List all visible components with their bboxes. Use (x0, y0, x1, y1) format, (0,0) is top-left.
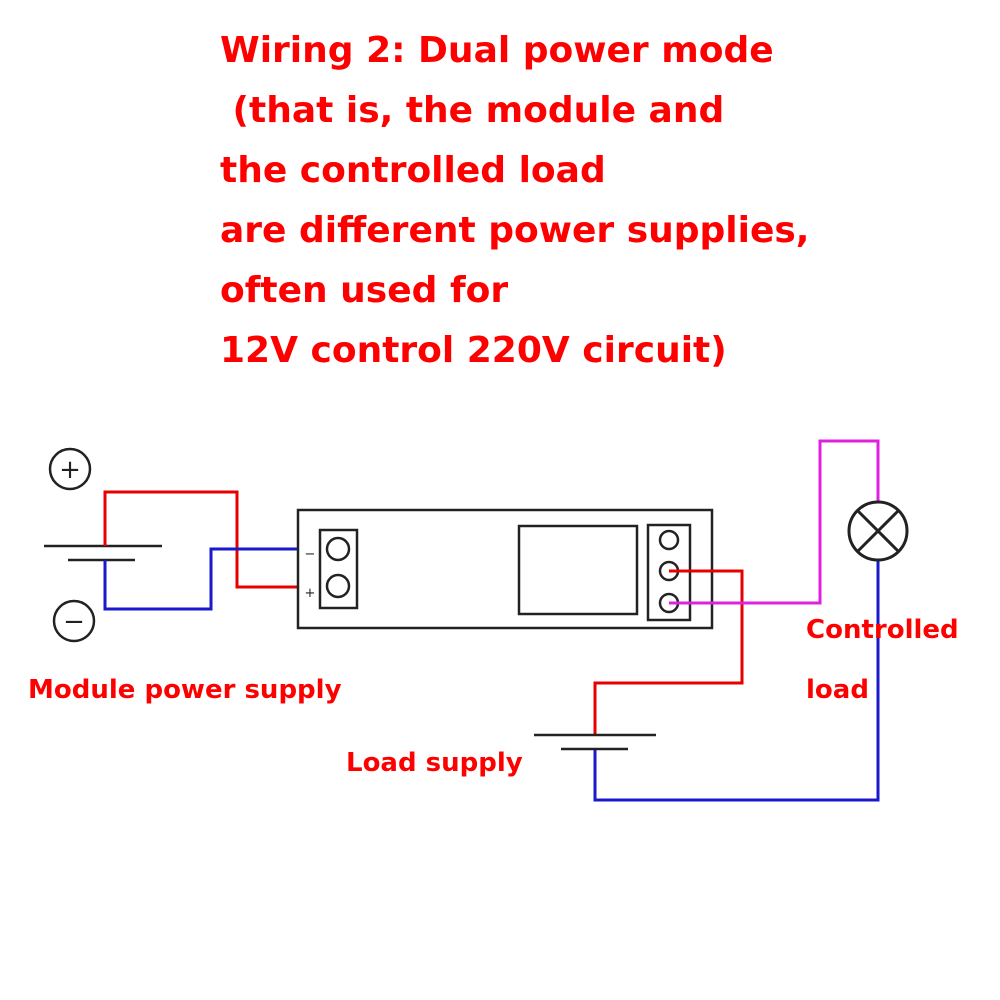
load-supply-label: Load supply (346, 748, 523, 778)
lamp-icon (847, 500, 909, 562)
title-line-3: the controlled load (220, 150, 606, 191)
title-line-5: often used for (220, 270, 509, 311)
module-battery: + − (44, 447, 162, 643)
title-line-1: Wiring 2: Dual power mode (220, 30, 774, 71)
battery-plus-terminal-icon (48, 447, 92, 491)
relay-module: − + (296, 508, 714, 630)
power-terminal-block (318, 528, 359, 610)
lamp-cross-b (856, 509, 900, 553)
power-terminal-positive-screw-icon (325, 573, 351, 599)
load-switched-wire (669, 439, 880, 605)
load-battery (534, 733, 656, 751)
module-power-supply-label: Module power supply (28, 675, 342, 705)
battery-minus-terminal-icon (52, 599, 96, 643)
module-negative-wire (103, 547, 336, 611)
title-line-4: are different power supplies, (220, 210, 810, 251)
output-terminal-nc-screw-icon (658, 529, 680, 551)
battery-minus-sign: − (63, 607, 85, 637)
terminal-plus-mark: + (305, 586, 316, 601)
relay-body (517, 524, 639, 616)
load-return-wire (593, 560, 880, 802)
title-line-6: 12V control 220V circuit) (220, 330, 727, 371)
power-terminal-negative-screw-icon (325, 536, 351, 562)
relay-board-outline (296, 508, 714, 630)
title-line-2: (that is, the module and (220, 90, 725, 131)
controlled-load-label-line2: load (806, 675, 869, 705)
terminal-minus-mark: − (305, 547, 316, 562)
controlled-load-label-line1: Controlled (806, 615, 959, 645)
module-positive-wire (103, 490, 336, 589)
load-positive-wire (593, 569, 744, 735)
battery-plus-sign: + (59, 455, 81, 485)
